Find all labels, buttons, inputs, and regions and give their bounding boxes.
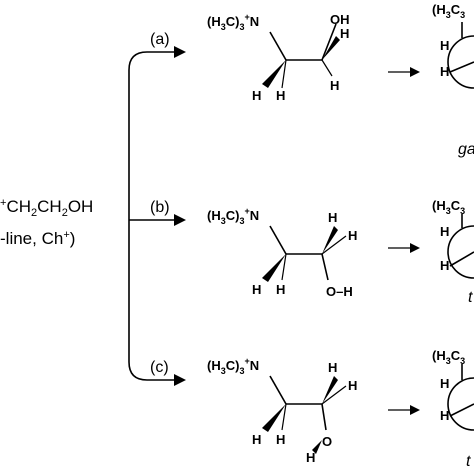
svg-text:H: H xyxy=(328,210,337,225)
formula-plus: + xyxy=(0,197,6,209)
svg-text:H: H xyxy=(252,88,261,103)
newman-a: (H3C3 H H ga xyxy=(432,2,474,158)
molecule-c: (H3C)3+N H H H H O H xyxy=(207,356,357,465)
choline-name: -line, Ch+) xyxy=(0,229,75,248)
svg-text:(H3C3: (H3C3 xyxy=(432,2,465,20)
trimethylammonium-group: (H3C)3+N xyxy=(207,206,259,226)
hydroxyl-atom: O xyxy=(322,434,332,449)
svg-text:(H3C3: (H3C3 xyxy=(432,348,465,366)
choline-formula: +CH2CH2OH -line, Ch+) xyxy=(0,197,93,248)
formula-sub: 2 xyxy=(31,207,37,219)
svg-text:+CH2CH2OH: +CH2CH2OH xyxy=(0,197,93,219)
svg-text:H: H xyxy=(440,224,449,239)
svg-text:H: H xyxy=(330,78,339,93)
trimethylammonium-group: (H3C)3+N xyxy=(207,356,259,376)
svg-text:H: H xyxy=(348,378,357,393)
svg-text:H: H xyxy=(276,432,285,447)
branch-label-b: (b) xyxy=(150,199,170,216)
trimethylammonium-group: (H3C)3+N xyxy=(207,12,259,32)
svg-text:H: H xyxy=(306,450,315,465)
svg-text:H: H xyxy=(276,88,285,103)
formula-ch: CH xyxy=(6,197,31,216)
hydroxyl-atom: O–H xyxy=(326,284,353,299)
conformer-arrows xyxy=(388,67,420,415)
svg-text:H: H xyxy=(348,228,357,243)
formula-ch: CH xyxy=(37,197,62,216)
newman-c: (H3C3 H H t xyxy=(432,348,474,470)
branch-arrows xyxy=(128,46,186,386)
svg-text:H: H xyxy=(276,282,285,297)
svg-text:H: H xyxy=(252,282,261,297)
branch-label-c: (c) xyxy=(150,359,169,376)
svg-text:H: H xyxy=(440,408,449,423)
molecule-b: (H3C)3+N H H H H O–H xyxy=(207,206,357,299)
svg-text:H: H xyxy=(340,26,349,41)
svg-text:H: H xyxy=(440,376,449,391)
conformer-label-a: ga xyxy=(458,141,474,158)
conformer-label-c: t xyxy=(466,453,471,470)
hydroxyl-atom: OH xyxy=(330,12,350,27)
svg-text:H: H xyxy=(328,360,337,375)
newman-b: (H3C3 H H t xyxy=(432,198,474,306)
svg-text:H: H xyxy=(440,258,449,273)
conformer-label-b: t xyxy=(468,289,473,306)
svg-text:(H3C3: (H3C3 xyxy=(432,198,465,216)
formula-oh: OH xyxy=(68,197,94,216)
svg-text:H: H xyxy=(440,64,449,79)
formula-sub: 2 xyxy=(62,207,68,219)
molecule-a: (H3C)3+N OH H H H H xyxy=(207,12,350,103)
branch-label-a: (a) xyxy=(150,31,170,48)
svg-text:H: H xyxy=(440,38,449,53)
svg-text:H: H xyxy=(252,432,261,447)
